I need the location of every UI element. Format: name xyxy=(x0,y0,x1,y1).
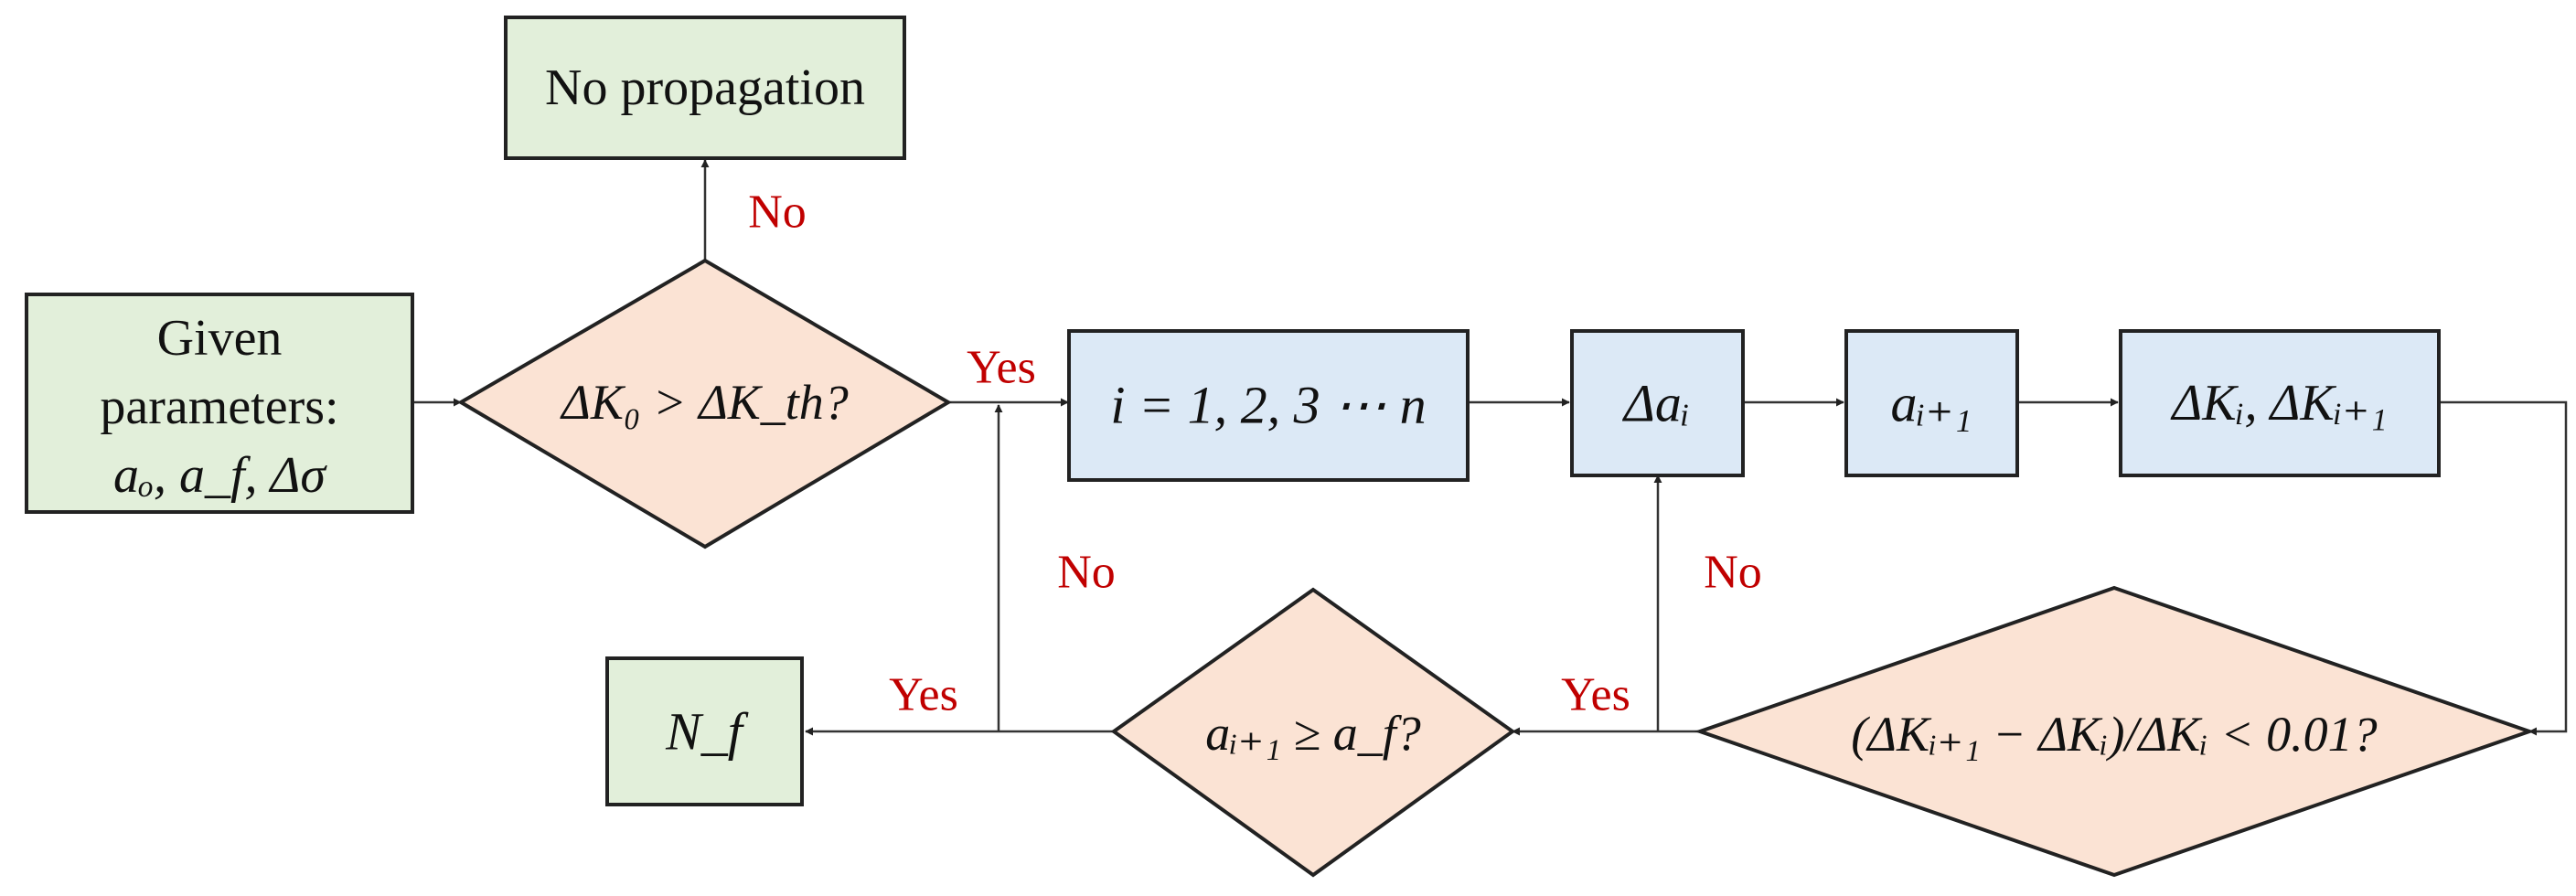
loop-label: i = 1, 2, 3 ⋯ n xyxy=(1110,376,1426,435)
no-propagation-box: No propagation xyxy=(504,16,906,160)
delta-a-label: Δaᵢ xyxy=(1622,374,1690,433)
result-label: N_f xyxy=(665,702,749,762)
threshold-no-label: No xyxy=(748,187,807,239)
convergence-yes-label: Yes xyxy=(1561,669,1630,721)
convergence-decision: (ΔKᵢ₊₁ − ΔKᵢ)/ΔKᵢ < 0.01? xyxy=(1694,585,2536,878)
a-next-box: aᵢ₊₁ xyxy=(1844,329,2019,477)
connectors xyxy=(412,159,2568,736)
convergence-no-label: No xyxy=(1704,547,1762,599)
given-line-3: aₒ, a_f, Δσ xyxy=(113,447,327,504)
no-propagation-label: No propagation xyxy=(545,59,865,116)
final-check-label: aᵢ₊₁ ≥ a_f? xyxy=(1205,706,1420,761)
threshold-decision: ΔK₀ > ΔK_th? xyxy=(457,258,952,549)
given-parameters-box: Given parameters: aₒ, a_f, Δσ xyxy=(25,293,414,514)
final-no-label: No xyxy=(1057,547,1116,599)
arrow-delta-k-to-convergence xyxy=(2439,400,2568,736)
given-line-1: Given xyxy=(157,310,283,367)
delta-k-label: ΔKᵢ, ΔKᵢ₊₁ xyxy=(2170,375,2387,432)
delta-a-box: Δaᵢ xyxy=(1570,329,1745,477)
final-check-decision: aᵢ₊₁ ≥ a_f? xyxy=(1110,587,1516,878)
a-next-label: aᵢ₊₁ xyxy=(1891,374,1972,433)
convergence-decision-label: (ΔKᵢ₊₁ − ΔKᵢ)/ΔKᵢ < 0.01? xyxy=(1851,707,2377,762)
threshold-yes-label: Yes xyxy=(967,342,1036,394)
given-line-2: parameters: xyxy=(100,379,338,435)
threshold-decision-label: ΔK₀ > ΔK_th? xyxy=(560,375,849,430)
result-box: N_f xyxy=(605,656,804,806)
final-yes-label: Yes xyxy=(889,669,958,721)
loop-box: i = 1, 2, 3 ⋯ n xyxy=(1067,329,1470,482)
delta-k-box: ΔKᵢ, ΔKᵢ₊₁ xyxy=(2119,329,2441,477)
